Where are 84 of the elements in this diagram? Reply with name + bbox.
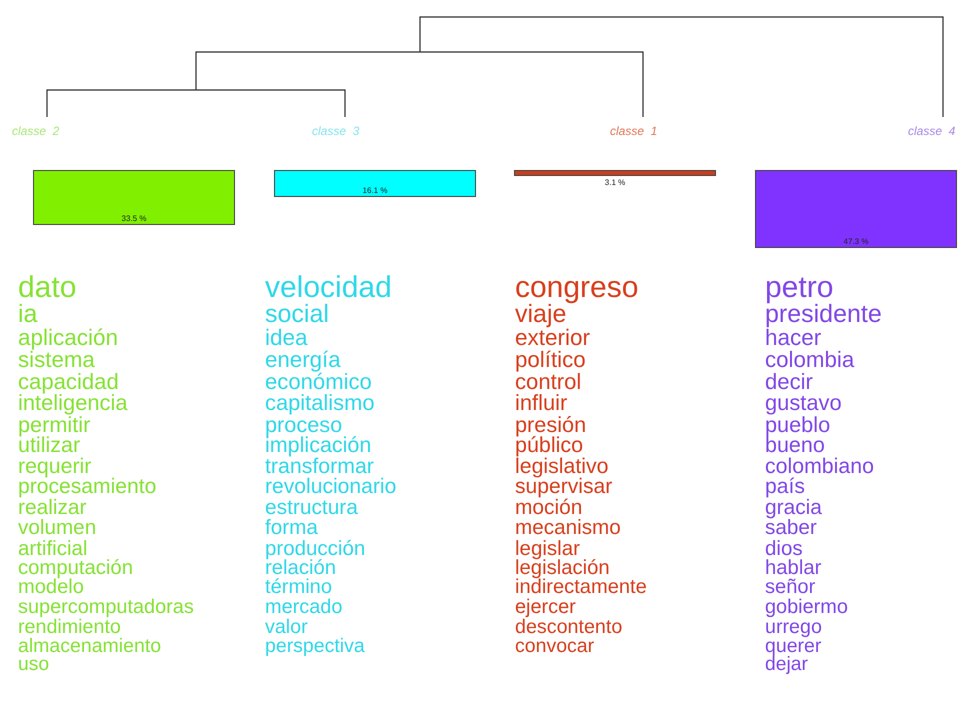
class-label: classe 3 [312,123,360,140]
keyword: almacenamiento [18,636,162,656]
class-label: classe 4 [908,123,956,140]
keyword: relación [265,558,336,578]
keyword: producción [265,538,366,559]
keyword: saber [765,518,817,538]
keyword: mercado [265,598,342,618]
keyword: señor [765,578,816,598]
keyword: energía [265,348,341,371]
keyword: transformar [265,456,374,478]
keyword: dios [765,538,803,559]
keyword: dejar [765,656,808,675]
keyword: término [265,578,332,598]
keyword: uso [18,656,50,675]
keyword: político [515,348,586,371]
keyword: petro [765,273,834,302]
keyword: control [515,370,582,392]
keyword: público [515,435,584,456]
keyword: aplicación [18,326,118,349]
percentage-bar [755,170,957,248]
keyword: ia [18,302,38,327]
percentage-bar [33,170,235,225]
keyword: forma [265,518,318,538]
keyword: hablar [765,558,822,578]
keyword: procesamiento [18,477,156,498]
keyword: permitir [18,414,90,436]
keyword: legislativo [515,456,609,478]
keyword: social [265,302,329,327]
keyword: gracia [765,498,822,518]
keyword: país [765,477,805,498]
keyword: volumen [18,518,96,538]
keyword: valor [265,618,308,637]
keyword: supervisar [515,477,612,498]
keyword: artificial [18,538,88,559]
keyword: convocar [515,636,594,656]
keyword: moción [515,498,582,518]
keyword: mecanismo [515,518,621,538]
keyword: descontento [515,618,622,637]
keyword: decir [765,370,813,392]
keyword: idea [265,326,308,349]
keyword: congreso [515,273,638,302]
keyword: revolucionario [265,477,396,498]
keyword: velocidad [265,273,392,302]
keyword: indirectamente [515,578,647,598]
percentage-text: 47.3 % [844,238,868,246]
keyword: computación [18,558,133,578]
keyword: legislación [515,558,610,578]
keyword: gustavo [765,392,842,414]
keyword: presidente [765,302,882,327]
keyword: urrego [765,618,822,637]
keyword: económico [265,370,372,392]
keyword: dato [18,273,76,302]
keyword: capitalismo [265,392,374,414]
keyword: capacidad [18,370,119,392]
percentage-text: 16.1 % [362,187,388,195]
percentage-text: 33.5 % [122,215,146,223]
keyword: implicación [265,435,372,456]
class-label: classe 2 [12,123,60,140]
keyword: modelo [18,578,84,598]
percentage-text: 3.1 % [604,179,626,187]
keyword: legislar [515,538,580,559]
keyword: perspectiva [265,636,365,656]
keyword: querer [765,636,822,656]
keyword: proceso [265,414,342,436]
keyword: hacer [765,326,822,349]
keyword: bueno [765,435,825,456]
keyword: colombiano [765,456,874,478]
keyword: requerir [18,456,92,478]
keyword: supercomputadoras [18,598,194,618]
keyword: influir [515,392,568,414]
keyword: ejercer [515,598,576,618]
keyword: rendimiento [18,618,121,637]
keyword: realizar [18,498,86,518]
keyword: colombia [765,348,854,371]
keyword: exterior [515,326,590,349]
keyword: estructura [265,498,358,518]
keyword: pueblo [765,414,830,436]
keyword: presión [515,414,586,436]
percentage-bar [274,170,476,197]
keyword: gobiermo [765,598,848,618]
keyword: utilizar [18,435,80,456]
keyword: sistema [18,348,95,371]
keyword: viaje [515,302,566,327]
class-label: classe 1 [610,123,658,140]
